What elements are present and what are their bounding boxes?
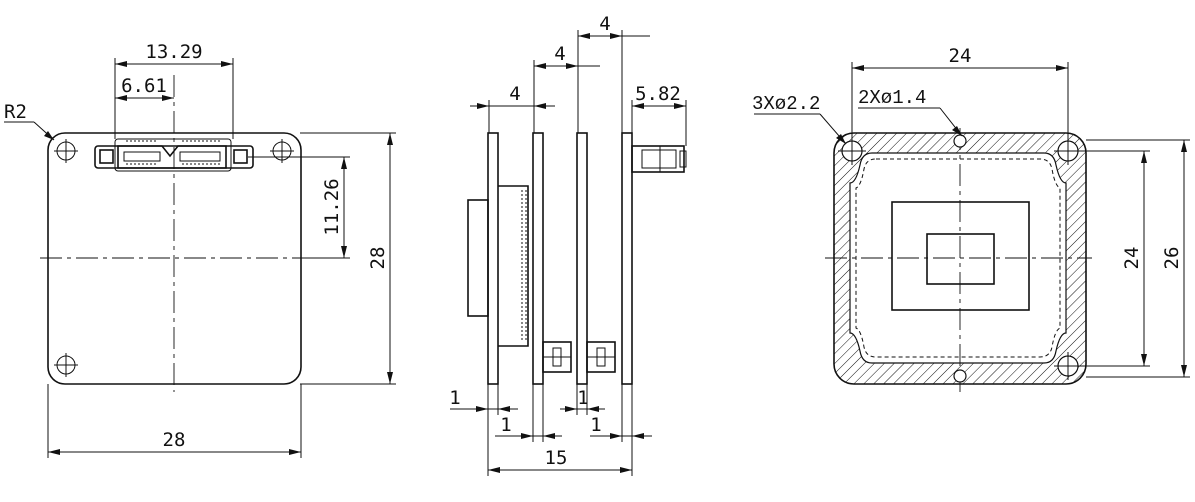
side-board-3 — [576, 132, 588, 385]
side-board-connector-1 — [542, 341, 572, 373]
front-mounting-hole-top-left — [54, 139, 78, 163]
lower-gap-label: 4 — [509, 83, 520, 105]
connector-offset-label: 11.26 — [321, 178, 343, 235]
rear-outer-height-label: 26 — [1161, 247, 1183, 270]
side-sensor-housing — [498, 185, 529, 347]
front-mounting-hole-bottom-left — [54, 353, 78, 377]
rear-small-hole-top — [953, 134, 967, 148]
front-height-label: 28 — [367, 247, 389, 270]
top-gap-label: 4 — [599, 13, 610, 35]
middle-gap-label: 4 — [554, 43, 565, 65]
side-board-1 — [487, 132, 499, 385]
corner-radius-label: R2 — [4, 101, 27, 123]
rear-inner-height-label: 24 — [1121, 247, 1143, 270]
side-board-4 — [621, 132, 633, 385]
front-width-label: 28 — [163, 429, 186, 451]
small-holes-label: 2Xø1.4 — [858, 87, 926, 109]
connector-span-label: 13.29 — [145, 41, 202, 63]
connector-center-label: 6.61 — [121, 75, 167, 97]
front-view: R2 13.29 6.61 11.26 28 28 — [4, 41, 396, 458]
rear-view: 3Xø2.2 2Xø1.4 24 24 26 — [752, 45, 1190, 392]
board-thickness-1-label: 1 — [449, 387, 460, 409]
front-mounting-hole-top-right — [270, 139, 294, 163]
side-mount-block — [467, 199, 489, 317]
rear-sensor-window — [926, 233, 995, 285]
board-thickness-3-label: 1 — [577, 387, 588, 409]
rear-small-hole-bottom — [953, 369, 967, 383]
large-holes-label: 3Xø2.2 — [752, 93, 820, 115]
connector-protrusion-label: 5.82 — [635, 83, 681, 105]
rear-large-hole-top-left — [838, 137, 866, 165]
rear-sensor-frame — [891, 201, 1030, 311]
rear-large-hole-bottom-right — [1054, 352, 1082, 380]
rear-width-label: 24 — [949, 45, 972, 67]
side-usb-connector — [631, 145, 687, 173]
rear-large-hole-top-right — [1054, 137, 1082, 165]
side-view: 4 4 4 5.82 1 1 — [449, 13, 687, 476]
side-board-2 — [532, 132, 544, 385]
total-depth-label: 15 — [545, 447, 568, 469]
board-thickness-2-label: 1 — [500, 414, 511, 436]
side-board-connector-2 — [586, 341, 616, 373]
board-thickness-4-label: 1 — [590, 414, 601, 436]
